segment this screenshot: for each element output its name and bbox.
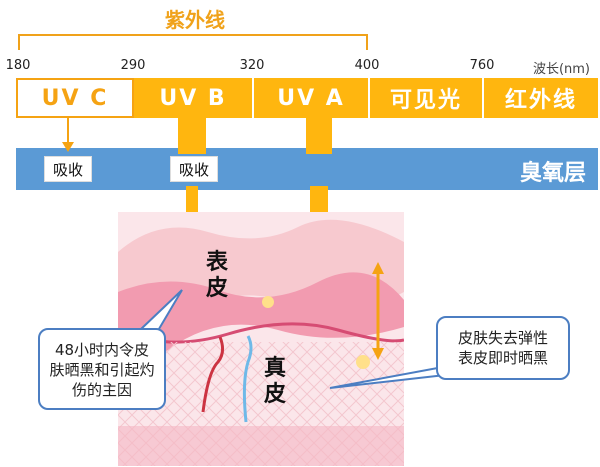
tick-180: 180 — [5, 58, 31, 73]
absorb-label-uvb: 吸收 — [170, 156, 219, 182]
uvb-effect-callout: 48小时内令皮肤晒黑和引起灼伤的主因 — [38, 328, 166, 410]
tick-320: 320 — [239, 58, 265, 73]
tick-400: 400 — [354, 58, 380, 73]
ozone-layer-band — [16, 148, 598, 190]
tick-760: 760 — [469, 58, 495, 73]
wavelength-unit-label: 波长(nm) — [532, 62, 590, 77]
uva-arrow-upper — [306, 118, 332, 154]
uvc-arrowhead — [62, 142, 74, 152]
band-uva: UV A — [252, 78, 368, 118]
absorb-label-uvc: 吸收 — [44, 156, 93, 182]
tick-290: 290 — [120, 58, 146, 73]
uv-title: 紫外线 — [165, 8, 225, 32]
uv-range-bracket — [18, 34, 368, 50]
band-infrared: 红外线 — [482, 78, 598, 118]
band-uvc: UV C — [16, 78, 134, 118]
spectrum-bar: UV C UV B UV A 可见光 红外线 — [16, 78, 598, 118]
uvb-arrow-upper — [178, 118, 206, 154]
band-uvb: UV B — [134, 78, 252, 118]
band-visible: 可见光 — [368, 78, 482, 118]
dermis-label: 真皮 — [264, 356, 287, 407]
ozone-label: 臭氧层 — [519, 161, 586, 186]
epidermis-label: 表皮 — [206, 250, 229, 301]
uva-effect-callout: 皮肤失去弹性表皮即时晒黑 — [436, 316, 570, 380]
